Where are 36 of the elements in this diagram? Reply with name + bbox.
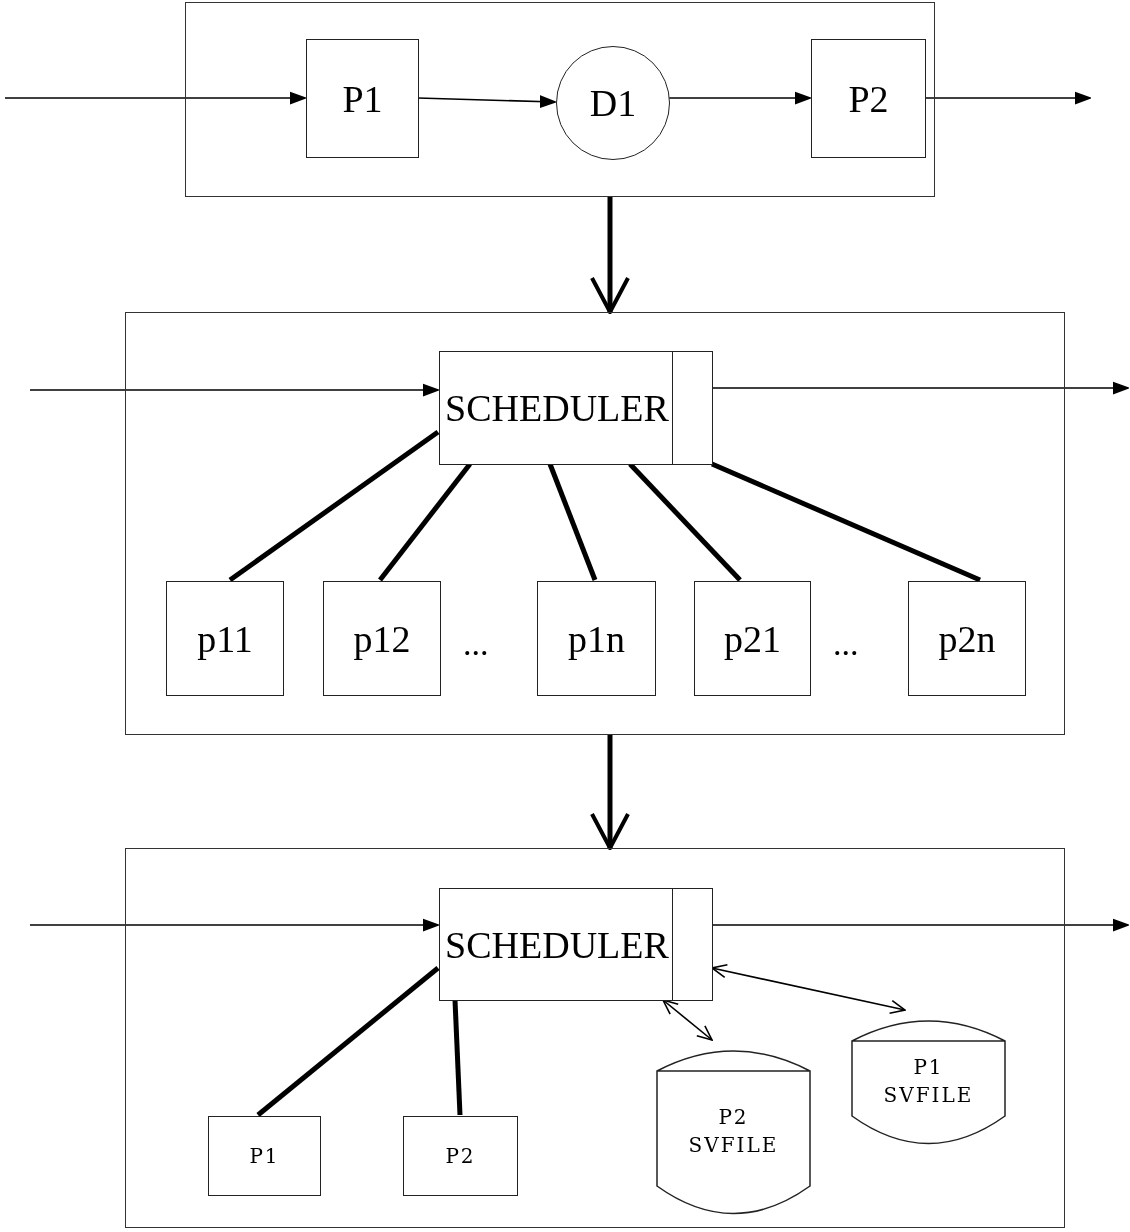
arrow bbox=[4, 91, 306, 105]
process-box: P2 bbox=[811, 39, 926, 158]
process-box: p1n bbox=[537, 581, 656, 696]
process-box: P1 bbox=[208, 1116, 321, 1196]
ellipsis-text: ... bbox=[463, 625, 489, 663]
process-box: P2 bbox=[403, 1116, 518, 1196]
arrow bbox=[668, 91, 811, 105]
connector-line bbox=[228, 429, 440, 583]
process-box: p2n bbox=[908, 581, 1026, 696]
arrow bbox=[29, 383, 439, 397]
data-circle: D1 bbox=[556, 46, 670, 160]
arrow bbox=[711, 381, 1129, 395]
scheduler-box: SCHEDULER bbox=[439, 888, 713, 1001]
panel-frame bbox=[125, 312, 1065, 735]
connector-line bbox=[256, 966, 440, 1117]
block-arrow bbox=[590, 197, 630, 314]
process-box: p21 bbox=[694, 581, 811, 696]
block-arrow bbox=[590, 735, 630, 850]
process-box: p12 bbox=[323, 581, 441, 696]
connector-line bbox=[452, 999, 463, 1116]
double-arrow bbox=[711, 964, 906, 1014]
ellipsis-text: ... bbox=[833, 625, 859, 663]
connector-line bbox=[547, 463, 598, 581]
arrow bbox=[924, 91, 1091, 105]
storage-label: P2 SVFILE bbox=[688, 1104, 779, 1159]
double-arrow bbox=[662, 999, 713, 1041]
arrow bbox=[711, 918, 1129, 932]
scheduler-box: SCHEDULER bbox=[439, 351, 713, 465]
process-box: P1 bbox=[306, 39, 419, 158]
panel-frame bbox=[125, 848, 1065, 1228]
panel-frame bbox=[185, 2, 935, 197]
process-box: p11 bbox=[166, 581, 284, 696]
arrow bbox=[29, 918, 439, 932]
storage-label: P1 SVFILE bbox=[883, 1054, 974, 1109]
arrow bbox=[417, 95, 556, 108]
connector-line bbox=[711, 461, 981, 583]
